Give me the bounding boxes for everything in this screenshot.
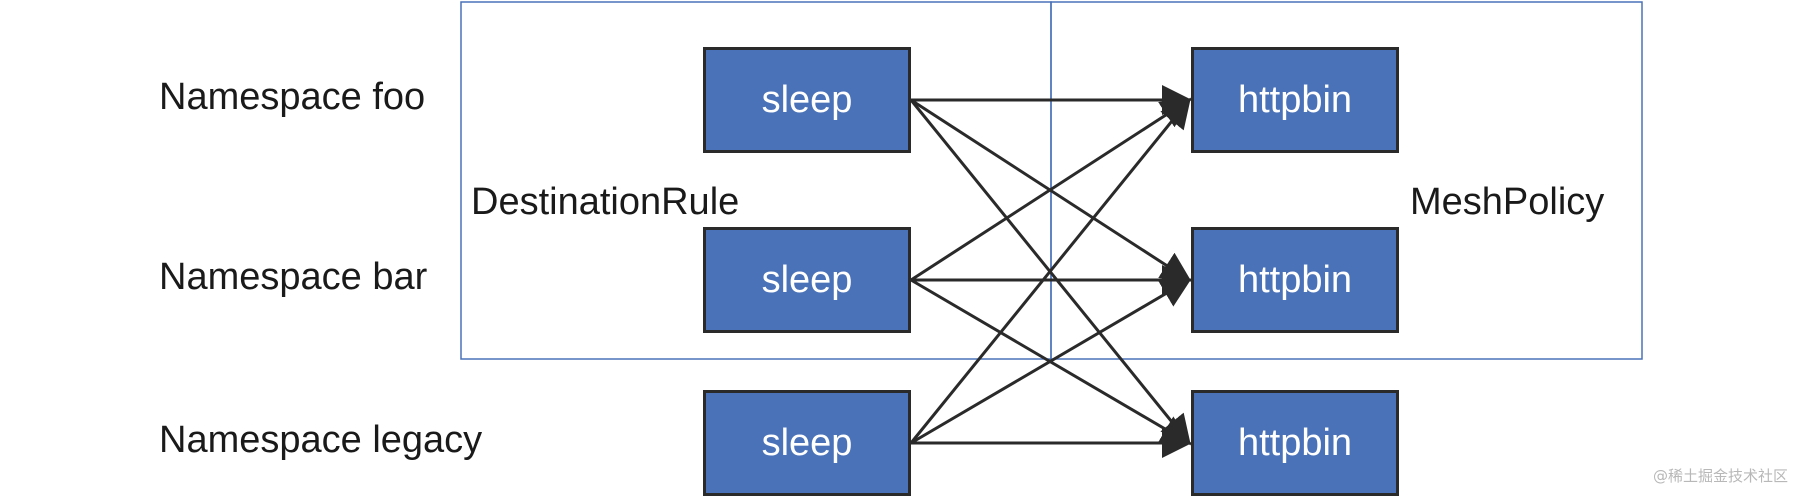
sleep-node-foo[interactable]: sleep (703, 47, 911, 153)
edge-legacy-to-bar (910, 278, 1192, 445)
mesh-policy-label: MeshPolicy (1410, 181, 1605, 223)
edge-bar-to-foo (910, 98, 1192, 282)
namespace-label-bar: Namespace bar (159, 256, 428, 298)
sleep-node-bar[interactable]: sleep (703, 227, 911, 333)
edge-legacy-to-foo (909, 97, 1191, 444)
namespace-label-foo: Namespace foo (159, 76, 426, 118)
namespace-label-legacy: Namespace legacy (159, 419, 483, 461)
httpbin-node-foo[interactable]: httpbin (1191, 47, 1399, 153)
destination-rule-label: DestinationRule (471, 181, 740, 223)
httpbin-node-legacy[interactable]: httpbin (1191, 390, 1399, 496)
sleep-node-legacy[interactable]: sleep (703, 390, 911, 496)
watermark-text: @稀土掘金技术社区 (1652, 467, 1788, 485)
edge-group (909, 85, 1192, 458)
httpbin-node-bar[interactable]: httpbin (1191, 227, 1399, 333)
mesh-policy-region (1050, 1, 1643, 360)
